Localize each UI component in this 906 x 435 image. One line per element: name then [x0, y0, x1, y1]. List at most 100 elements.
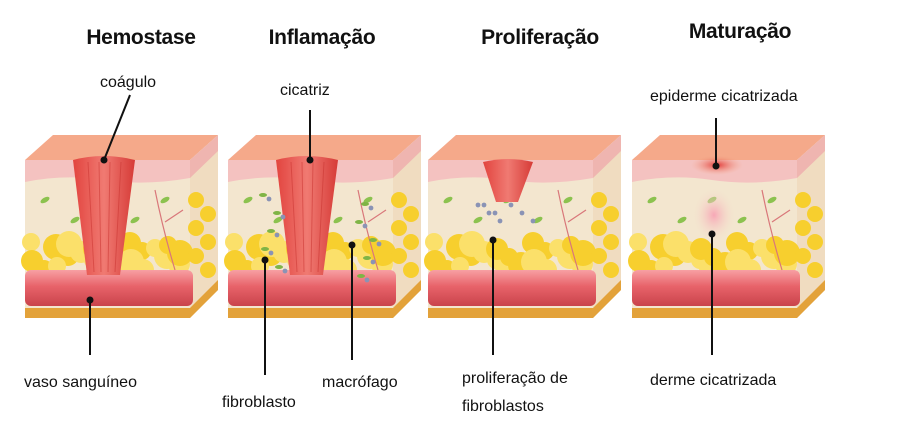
cell [533, 216, 543, 224]
label-cicatriz: cicatriz [280, 82, 330, 99]
clot-fold [301, 161, 305, 273]
capillary [357, 189, 387, 271]
blood-vessel [228, 270, 396, 306]
dermis-scar [692, 187, 736, 243]
fat-cell [22, 233, 40, 251]
fat-cell [603, 206, 619, 222]
fat-cell [522, 232, 544, 254]
fat-cell [224, 250, 246, 272]
proliferating-cell [492, 210, 498, 216]
clot-fold [98, 161, 102, 273]
cell [473, 216, 483, 224]
fat-cell [663, 231, 689, 257]
fat-cell [726, 232, 748, 254]
macrophage [376, 241, 382, 247]
skin-surface [428, 135, 621, 160]
label-fibroblasto: fibroblasto [222, 394, 296, 411]
skin-block-3 [424, 135, 621, 318]
fat-cell [603, 262, 619, 278]
stage-title-proliferacao: Proliferação [481, 26, 599, 49]
fat-cell [795, 248, 811, 264]
cell [443, 196, 453, 204]
clot-fold [114, 161, 122, 273]
block-base [228, 280, 421, 318]
epidermis-side [593, 135, 621, 178]
clot-fold [107, 161, 111, 273]
leader-dot-cicatriz [306, 156, 314, 164]
fat-cell [118, 249, 144, 275]
leader-dot-proliferacao [489, 236, 497, 244]
fat-cell [225, 233, 243, 251]
fat-cell [21, 250, 43, 272]
blood-vessel [25, 270, 193, 306]
skin-surface [228, 135, 421, 160]
fat-cell [188, 248, 204, 264]
stage-title-maturacao: Maturação [688, 20, 792, 43]
cell [563, 196, 573, 204]
fat-cell [391, 192, 407, 208]
fat-cell [629, 233, 647, 251]
fat-cell [690, 238, 712, 260]
fat-cell [486, 238, 508, 260]
epidermis-side [190, 135, 218, 178]
leader-dot-vaso-sanguineo [86, 296, 94, 304]
proliferating-cell [475, 202, 481, 208]
block-base [632, 280, 825, 318]
label-vaso-sanguineo: vaso sanguíneo [24, 374, 137, 391]
fat-cell [391, 248, 407, 264]
epidermis-side [797, 135, 825, 178]
proliferating-cell [497, 218, 503, 224]
skin-block-2 [224, 135, 421, 318]
fat-cell [200, 234, 216, 250]
fat-cell [403, 262, 419, 278]
fat-cell [591, 248, 607, 264]
blood-vessel [428, 270, 596, 306]
skin-block-1 [21, 135, 218, 318]
leader-dot-macrofago [348, 241, 356, 249]
fat-cell [56, 231, 82, 257]
fibroblast [363, 256, 371, 260]
macrophage [364, 277, 370, 283]
fat-cell [795, 220, 811, 236]
leader-dot-derme-cicatrizada [708, 230, 716, 238]
block-base [428, 280, 621, 318]
macrophage [362, 223, 368, 229]
stage-title-inflamacao: Inflamação [268, 26, 376, 49]
block-base [25, 280, 218, 318]
capillary [154, 189, 184, 271]
clot-fold [87, 161, 95, 273]
proliferating-cell [481, 202, 487, 208]
fibroblast [357, 274, 365, 278]
fat-cell [628, 250, 650, 272]
clot-fold [290, 161, 298, 273]
macrophage [282, 268, 288, 274]
proliferating-cell [486, 210, 492, 216]
cell [130, 216, 140, 224]
proliferating-cell [530, 218, 536, 224]
label-macrofago: macrófago [322, 374, 398, 391]
macrophage [280, 214, 286, 220]
clot-fold [310, 161, 314, 273]
label-fibroblastos: fibroblastos [462, 398, 544, 415]
macrophage [370, 259, 376, 265]
fibroblast [259, 193, 267, 197]
cell [363, 196, 373, 204]
fat-cell [200, 262, 216, 278]
label-coagulo: coágulo [100, 74, 157, 91]
fat-cell [424, 250, 446, 272]
fibroblast [273, 211, 281, 215]
cell [767, 196, 777, 204]
fat-cell [403, 234, 419, 250]
macrophage [274, 232, 280, 238]
cell [70, 216, 80, 224]
fat-cell [200, 206, 216, 222]
fat-cell [591, 192, 607, 208]
fat-cell [391, 220, 407, 236]
leader-line-coagulo [103, 94, 131, 161]
leader-dot-fibroblasto [261, 256, 269, 264]
capillary [761, 189, 791, 271]
skin-block-4 [628, 135, 825, 318]
cell [243, 196, 253, 204]
